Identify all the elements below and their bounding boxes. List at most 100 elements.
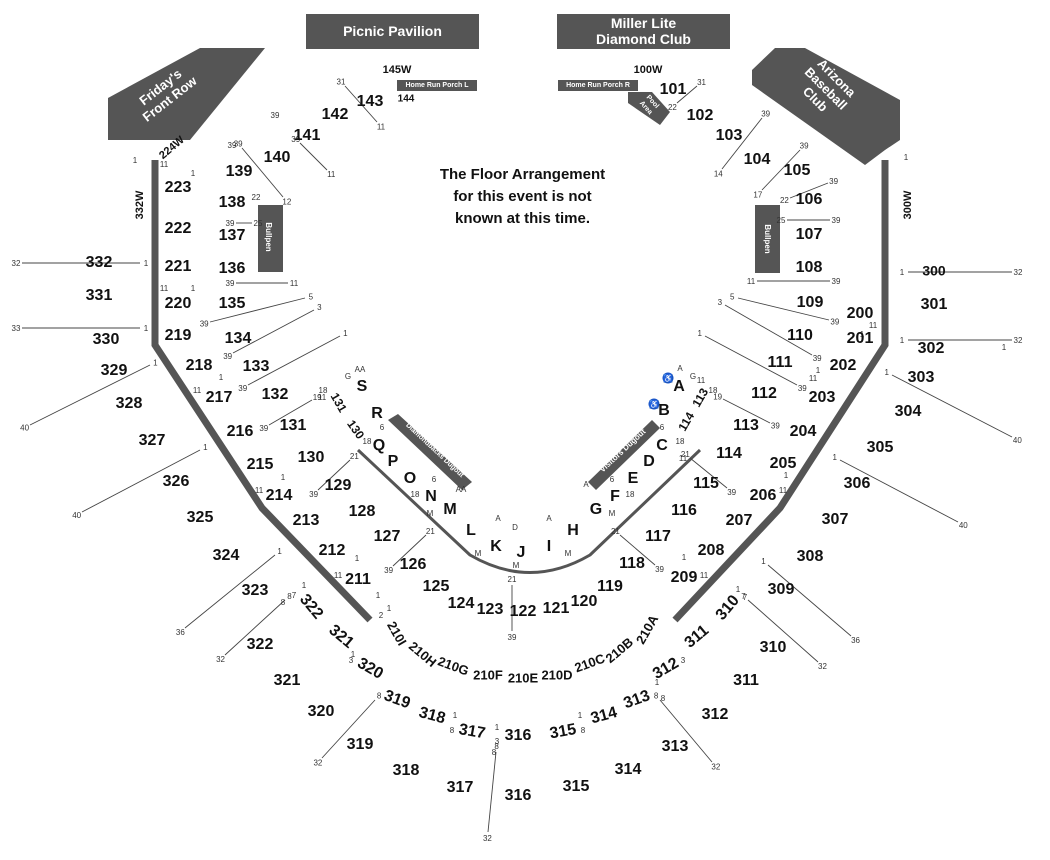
section-330-label[interactable]: 330 — [93, 331, 120, 348]
section-o-label[interactable]: O — [404, 470, 416, 487]
section-326-label[interactable]: 326 — [163, 473, 190, 490]
section-221-label[interactable]: 221 — [165, 258, 192, 275]
section-s-label[interactable]: S — [357, 378, 368, 395]
section-316-label[interactable]: 316 — [505, 727, 532, 744]
section-206-label[interactable]: 206 — [750, 487, 777, 504]
section-315-label[interactable]: 315 — [548, 721, 577, 742]
section-143-label[interactable]: 143 — [357, 93, 384, 110]
section-210h-label[interactable]: 210H — [406, 638, 439, 669]
section-217-label[interactable]: 217 — [206, 389, 233, 406]
section-134-label[interactable]: 134 — [225, 330, 252, 347]
section-321-label[interactable]: 321 — [325, 622, 356, 652]
section-204-label[interactable]: 204 — [790, 423, 817, 440]
section-129-label[interactable]: 129 — [325, 477, 352, 494]
section-j-label[interactable]: J — [517, 544, 526, 561]
section-320-label[interactable]: 320 — [354, 655, 386, 683]
section-300-label[interactable]: 300 — [922, 263, 946, 279]
section-120-label[interactable]: 120 — [571, 593, 598, 610]
section-l-label[interactable]: L — [466, 522, 476, 539]
section-308-label[interactable]: 308 — [797, 548, 824, 565]
section-128-label[interactable]: 128 — [349, 503, 376, 520]
section-138-label[interactable]: 138 — [219, 194, 246, 211]
section-108-label[interactable]: 108 — [796, 259, 823, 276]
section-216-label[interactable]: 216 — [227, 423, 254, 440]
section-302-label[interactable]: 302 — [918, 340, 945, 357]
section-130-label[interactable]: 130 — [298, 449, 325, 466]
section-313-label[interactable]: 313 — [621, 687, 652, 712]
section-139-label[interactable]: 139 — [226, 163, 253, 180]
section-125-label[interactable]: 125 — [423, 578, 450, 595]
section-210b-label[interactable]: 210B — [603, 634, 636, 665]
section-317-label[interactable]: 317 — [457, 721, 486, 742]
section-m-label[interactable]: M — [443, 501, 456, 518]
section-212-label[interactable]: 212 — [319, 542, 346, 559]
section-312-label[interactable]: 312 — [702, 706, 729, 723]
section-207-label[interactable]: 207 — [726, 512, 753, 529]
section-e-label[interactable]: E — [628, 470, 639, 487]
section-d-label[interactable]: D — [643, 453, 655, 470]
section-315-label[interactable]: 315 — [563, 778, 590, 795]
section-220-label[interactable]: 220 — [165, 295, 192, 312]
section-110-label[interactable]: 110 — [787, 327, 813, 344]
section-218-label[interactable]: 218 — [186, 357, 213, 374]
section-101-label[interactable]: 101 — [660, 81, 687, 98]
section-305-label[interactable]: 305 — [867, 439, 894, 456]
section-329-label[interactable]: 329 — [101, 362, 128, 379]
section-137-label[interactable]: 137 — [219, 227, 246, 244]
section-324-label[interactable]: 324 — [213, 547, 240, 564]
section-325-label[interactable]: 325 — [187, 509, 214, 526]
section-144-label[interactable]: 144 — [398, 94, 415, 105]
section-p-label[interactable]: P — [388, 453, 399, 470]
section-318-label[interactable]: 318 — [417, 704, 447, 727]
section-210f-label[interactable]: 210F — [473, 667, 503, 682]
section-319-label[interactable]: 319 — [382, 687, 413, 712]
section-n-label[interactable]: N — [425, 488, 437, 505]
section-314-label[interactable]: 314 — [615, 761, 642, 778]
section-210e-label[interactable]: 210E — [508, 670, 539, 685]
section-q-label[interactable]: Q — [373, 437, 385, 454]
section-317-label[interactable]: 317 — [447, 779, 474, 796]
section-316-label[interactable]: 316 — [505, 787, 532, 804]
section-131-label[interactable]: 131 — [280, 417, 307, 434]
section-113-label[interactable]: 113 — [733, 417, 759, 434]
section-313-label[interactable]: 313 — [662, 738, 689, 755]
section-310-label[interactable]: 310 — [713, 592, 743, 623]
section-105-label[interactable]: 105 — [784, 162, 811, 179]
section-118-label[interactable]: 118 — [619, 555, 645, 572]
section-119-label[interactable]: 119 — [597, 578, 623, 595]
section-127-label[interactable]: 127 — [374, 528, 401, 545]
section-201-label[interactable]: 201 — [847, 330, 874, 347]
section-210g-label[interactable]: 210G — [436, 654, 471, 679]
section-214-label[interactable]: 214 — [266, 487, 293, 504]
section-205-label[interactable]: 205 — [770, 455, 797, 472]
section-140-label[interactable]: 140 — [264, 149, 291, 166]
section-311-label[interactable]: 311 — [733, 672, 759, 689]
section-k-label[interactable]: K — [490, 538, 502, 555]
section-215-label[interactable]: 215 — [247, 456, 274, 473]
section-320-label[interactable]: 320 — [308, 703, 335, 720]
section-311-label[interactable]: 311 — [681, 622, 712, 652]
section-208-label[interactable]: 208 — [698, 542, 725, 559]
section-142-label[interactable]: 142 — [322, 106, 349, 123]
section-131-label[interactable]: 131 — [328, 390, 350, 415]
section-122-label[interactable]: 122 — [510, 603, 537, 620]
section-124-label[interactable]: 124 — [448, 595, 475, 612]
section-i-label[interactable]: I — [547, 538, 551, 555]
section-116-label[interactable]: 116 — [671, 502, 697, 519]
section-202-label[interactable]: 202 — [830, 357, 857, 374]
section-132-label[interactable]: 132 — [262, 386, 289, 403]
section-b-label[interactable]: B — [658, 402, 670, 419]
section-109-label[interactable]: 109 — [797, 294, 824, 311]
section-106-label[interactable]: 106 — [796, 191, 823, 208]
section-135-label[interactable]: 135 — [219, 295, 246, 312]
section-h-label[interactable]: H — [567, 522, 579, 539]
section-203-label[interactable]: 203 — [809, 389, 836, 406]
section-107-label[interactable]: 107 — [796, 226, 823, 243]
section-309-label[interactable]: 309 — [768, 581, 795, 598]
section-121-label[interactable]: 121 — [543, 600, 570, 617]
section-304-label[interactable]: 304 — [895, 403, 922, 420]
section-327-label[interactable]: 327 — [139, 432, 166, 449]
section-209-label[interactable]: 209 — [671, 569, 698, 586]
section-200-label[interactable]: 200 — [847, 305, 874, 322]
section-210d-label[interactable]: 210D — [541, 667, 572, 682]
